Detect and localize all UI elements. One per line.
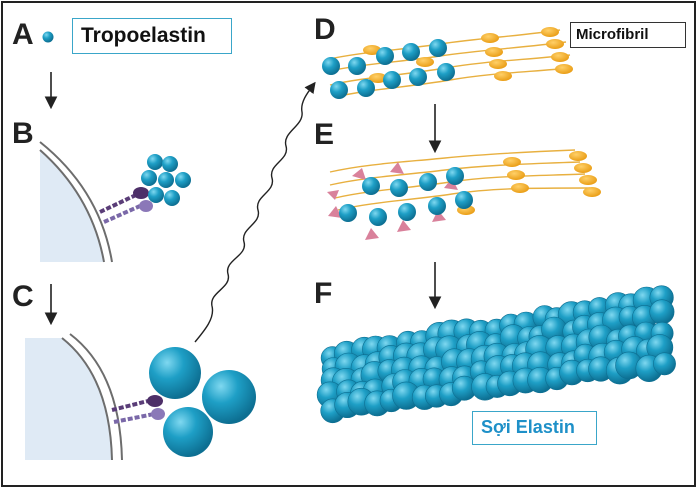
transport-arrow bbox=[194, 81, 316, 343]
panel-letter-b: B bbox=[12, 117, 34, 150]
cross-linking-enzymes-e bbox=[327, 162, 458, 240]
tropoelastin-cluster-b bbox=[141, 154, 191, 206]
microfibril-label: Microfibril bbox=[570, 22, 686, 48]
receptor-b bbox=[99, 187, 153, 224]
coacervate-droplets bbox=[149, 347, 256, 457]
tropoelastin-monomer bbox=[42, 31, 54, 43]
elastin-fiber-label: Sợi Elastin bbox=[472, 411, 597, 445]
tropoelastin-label: Tropoelastin bbox=[72, 18, 232, 54]
panel-letter-c: C bbox=[12, 280, 34, 313]
panel-letter-a: A bbox=[12, 18, 34, 51]
panel-letter-f: F bbox=[314, 277, 332, 310]
cell-membrane-c bbox=[25, 333, 123, 461]
elastin-fiber bbox=[316, 285, 676, 424]
cell-membrane-b bbox=[39, 141, 113, 263]
receptor-c bbox=[111, 395, 165, 424]
deposited-tropoelastin-e bbox=[339, 167, 473, 226]
elastin-sphere bbox=[649, 299, 675, 325]
elastin-sphere bbox=[653, 352, 676, 376]
deposited-tropoelastin-d bbox=[322, 39, 455, 99]
panel-letter-e: E bbox=[314, 118, 334, 151]
panel-letter-d: D bbox=[314, 13, 336, 46]
